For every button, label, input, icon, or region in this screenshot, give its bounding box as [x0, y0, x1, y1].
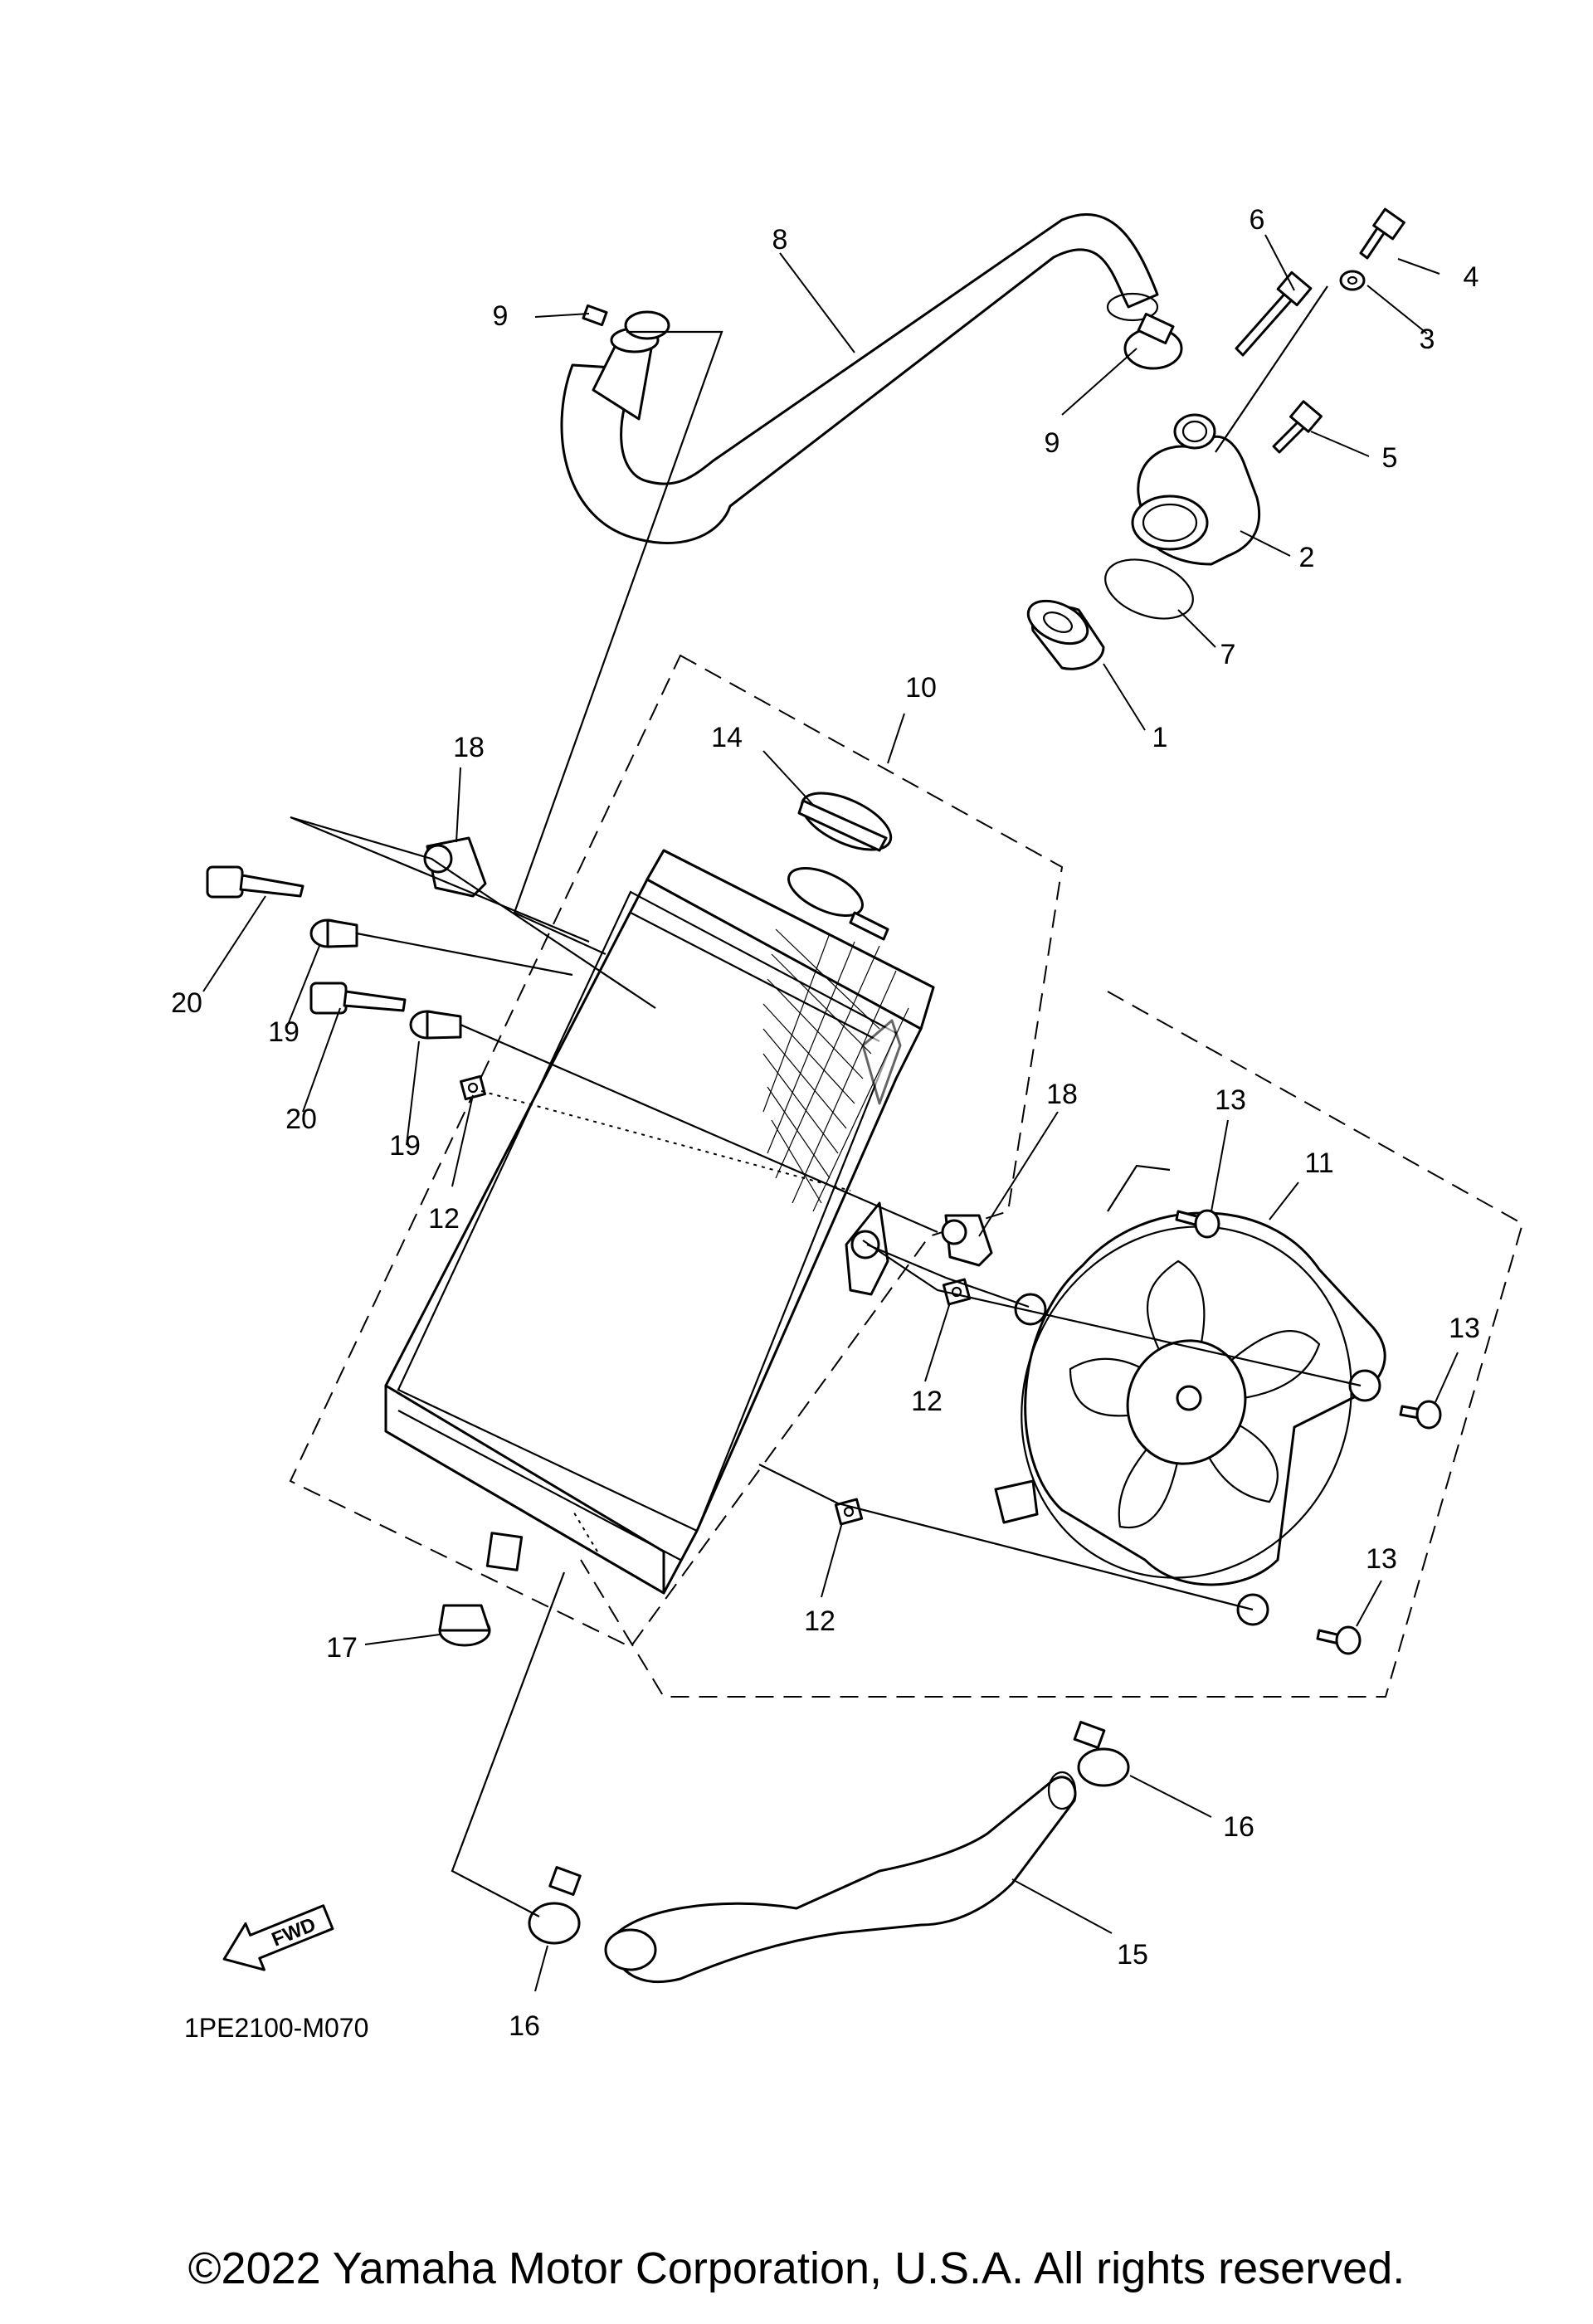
callout-19-upper: 19	[268, 1016, 300, 1048]
bolt-6	[1235, 270, 1313, 357]
callout-12-mid: 12	[911, 1386, 943, 1417]
callout-13-bottom: 13	[1366, 1543, 1397, 1575]
bolt-20-upper	[206, 865, 304, 899]
callout-9-right: 9	[1045, 427, 1060, 459]
callout-18-lower: 18	[1046, 1079, 1078, 1110]
drawing-code: 1PE2100-M070	[184, 2013, 368, 2043]
radiator	[384, 849, 935, 1595]
callout-18-upper: 18	[453, 732, 485, 763]
washer-3	[1339, 270, 1366, 291]
thermostat	[1026, 599, 1105, 670]
callout-labels: 1 2 3 4 5 6 7 8 9 9 10 11 12 12 12 13 13…	[171, 204, 1480, 2042]
callout-15: 15	[1117, 1939, 1148, 1971]
lower-radiator-hose	[604, 1771, 1077, 1984]
callout-13-right: 13	[1449, 1313, 1480, 1344]
fan-assembly-boundary	[580, 991, 1524, 1698]
leader-lines	[202, 234, 1459, 1992]
upper-radiator-hose	[560, 213, 1159, 544]
thermostat-housing	[1131, 413, 1261, 566]
callout-4: 4	[1464, 261, 1479, 293]
hose-clamp-16-lower	[528, 1866, 582, 1945]
callout-20-lower: 20	[285, 1104, 317, 1135]
bolt-13-a	[1175, 1209, 1220, 1239]
collar-19-upper	[309, 918, 358, 948]
clip-nut-12-b	[942, 1278, 972, 1306]
callout-6: 6	[1250, 204, 1265, 236]
callout-5: 5	[1382, 442, 1398, 474]
bolt-5	[1272, 400, 1323, 454]
callout-9-left: 9	[493, 300, 509, 332]
o-ring	[1104, 558, 1194, 620]
callout-14: 14	[711, 722, 743, 753]
callout-11: 11	[1304, 1147, 1333, 1179]
callout-3: 3	[1420, 324, 1435, 355]
hose-clamp-16-upper	[1073, 1721, 1130, 1787]
damper-18-lower	[941, 1214, 993, 1267]
damper-18-upper	[423, 836, 487, 898]
bolt-20-lower	[309, 982, 407, 1015]
clip-nut-12-a	[460, 1074, 486, 1101]
callout-7: 7	[1220, 639, 1236, 670]
callout-12-left: 12	[428, 1203, 460, 1235]
callout-20-upper: 20	[171, 987, 202, 1019]
hose-clamp-9-right	[1123, 312, 1183, 370]
callout-2: 2	[1299, 542, 1315, 573]
callout-16-right: 16	[1223, 1811, 1254, 1843]
callout-13-top: 13	[1215, 1084, 1246, 1116]
bolt-13-c	[1316, 1625, 1362, 1655]
callout-16-bottom: 16	[509, 2010, 540, 2042]
callout-12-bottom: 12	[804, 1605, 835, 1637]
cooling-fan-assembly	[994, 1211, 1386, 1626]
bolt-4	[1359, 207, 1405, 260]
radiator-assembly-boundary	[289, 654, 1064, 1649]
callout-19-lower: 19	[389, 1130, 421, 1162]
radiator-cap	[797, 792, 893, 852]
callout-10: 10	[905, 672, 937, 704]
drain-cap	[438, 1604, 491, 1647]
callout-1: 1	[1152, 722, 1168, 753]
forward-direction-arrow: FWD	[222, 1904, 334, 1971]
assembly-lines	[290, 285, 1362, 1917]
copyright-notice: ©2022 Yamaha Motor Corporation, U.S.A. A…	[188, 2244, 1405, 2293]
filler-neck	[787, 867, 889, 941]
callout-17: 17	[326, 1632, 358, 1664]
callout-8: 8	[772, 224, 788, 256]
bolt-13-b	[1399, 1400, 1442, 1430]
collar-19-lower	[409, 1010, 462, 1040]
